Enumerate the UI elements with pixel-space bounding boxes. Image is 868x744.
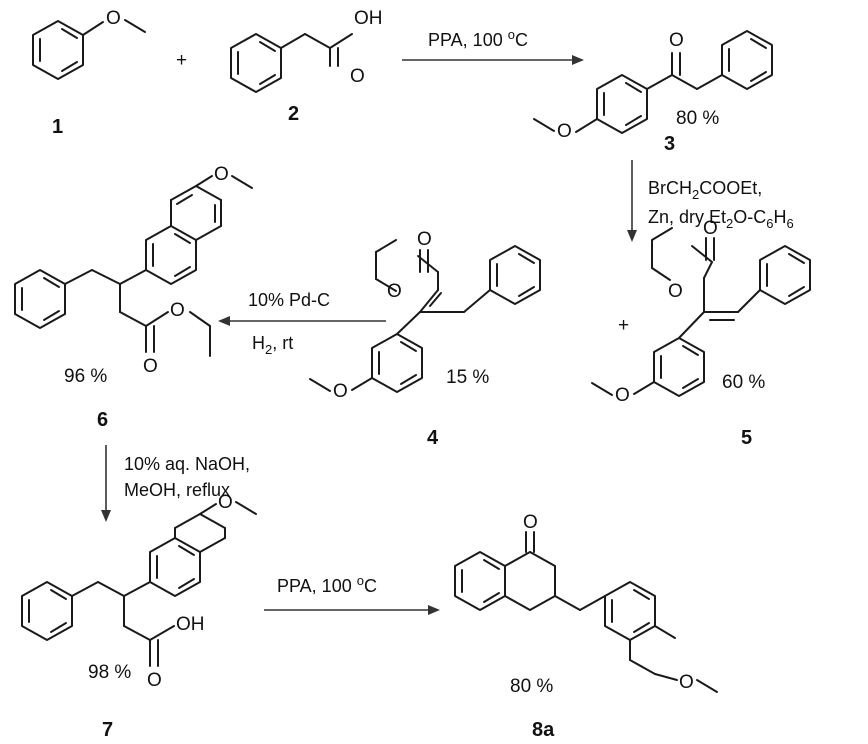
compound-8a-structure: O O: [454, 512, 718, 693]
reaction-4-conditions-line2: MeOH, reflux: [124, 480, 230, 500]
reaction-arrow-4: [101, 445, 111, 522]
compound-5-carbonyl-oxygen: O: [703, 218, 718, 239]
compound-4-carbonyl-oxygen: O: [417, 229, 432, 250]
compound-6-methoxy-oxygen: O: [214, 164, 229, 185]
reaction-arrow-2: [627, 160, 637, 242]
compound-7-methoxy-oxygen: O: [218, 492, 233, 513]
compound-2-carbonyl-oxygen: O: [350, 66, 365, 87]
reaction-arrow-3: [218, 316, 386, 326]
reaction-2-conditions-line1: BrCH2COOEt,: [648, 178, 762, 202]
compound-4-ester-oxygen: O: [387, 281, 402, 302]
reaction-arrow-5: [264, 605, 440, 615]
compound-4-yield: 15 %: [446, 367, 489, 388]
reaction-3-conditions-line2: H2, rt: [252, 333, 293, 357]
compound-5-ester-oxygen: O: [668, 281, 683, 302]
reaction-arrow-1: [402, 55, 584, 65]
compound-3-yield: 80 %: [676, 108, 719, 129]
compound-7-hydroxyl: OH: [176, 614, 205, 635]
compound-7-label: 7: [102, 719, 113, 741]
compound-7-yield: 98 %: [88, 662, 131, 683]
compound-1-structure: O: [32, 8, 146, 80]
compound-8a-carbonyl-oxygen: O: [523, 512, 538, 533]
compound-4-methoxy-oxygen: O: [333, 381, 348, 402]
compound-6-ester-oxygen: O: [170, 300, 185, 321]
compound-3-methoxy-oxygen: O: [557, 121, 572, 142]
compound-2-structure: O OH: [230, 8, 383, 93]
reaction-4-conditions-line1: 10% aq. NaOH,: [124, 454, 250, 474]
compound-5-label: 5: [741, 427, 752, 449]
compound-7-carbonyl-oxygen: O: [147, 670, 162, 691]
compound-1-oxygen: O: [106, 8, 121, 29]
reaction-3-conditions-line1: 10% Pd-C: [248, 290, 330, 310]
reaction-2-conditions-line2: Zn, dry Et2O-C6H6: [648, 207, 794, 231]
compound-6-label: 6: [97, 409, 108, 431]
compound-3-structure: O O: [533, 30, 773, 142]
compound-6-yield: 96 %: [64, 366, 107, 387]
compound-1-label: 1: [52, 116, 63, 138]
compound-6-carbonyl-oxygen: O: [143, 356, 158, 377]
compound-7-structure: O OH O: [21, 492, 257, 691]
compound-2-label: 2: [288, 103, 299, 125]
compound-5-yield: 60 %: [722, 372, 765, 393]
compound-8a-label: 8a: [532, 719, 555, 741]
compound-5-structure: O O O: [591, 218, 811, 406]
compound-6-structure: O O O: [14, 164, 253, 377]
plus-sign-2: +: [618, 315, 629, 336]
plus-sign-1: +: [176, 50, 187, 71]
compound-8a-methoxy-oxygen: O: [679, 672, 694, 693]
compound-2-hydroxyl: OH: [354, 8, 383, 29]
compound-4-structure: O O O: [309, 229, 541, 402]
reaction-5-conditions: PPA, 100 oC: [277, 573, 377, 596]
compound-5-methoxy-oxygen: O: [615, 385, 630, 406]
compound-3-carbonyl-oxygen: O: [669, 30, 684, 51]
compound-8a-yield: 80 %: [510, 676, 553, 697]
compound-4-label: 4: [427, 427, 439, 449]
compound-3-label: 3: [664, 133, 675, 155]
reaction-1-conditions: PPA, 100 oC: [428, 27, 528, 50]
